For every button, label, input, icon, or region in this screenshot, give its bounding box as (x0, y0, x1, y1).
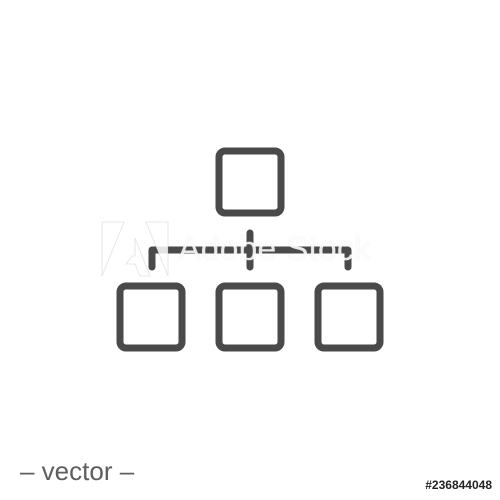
stock-id-label: #236844048 (425, 478, 492, 492)
bottom-center-node-box (215, 282, 285, 352)
vector-label: – vector – (20, 456, 135, 486)
top-node-box (215, 147, 285, 217)
bottom-right-node-box (314, 282, 384, 352)
bottom-left-node-box (116, 282, 186, 352)
